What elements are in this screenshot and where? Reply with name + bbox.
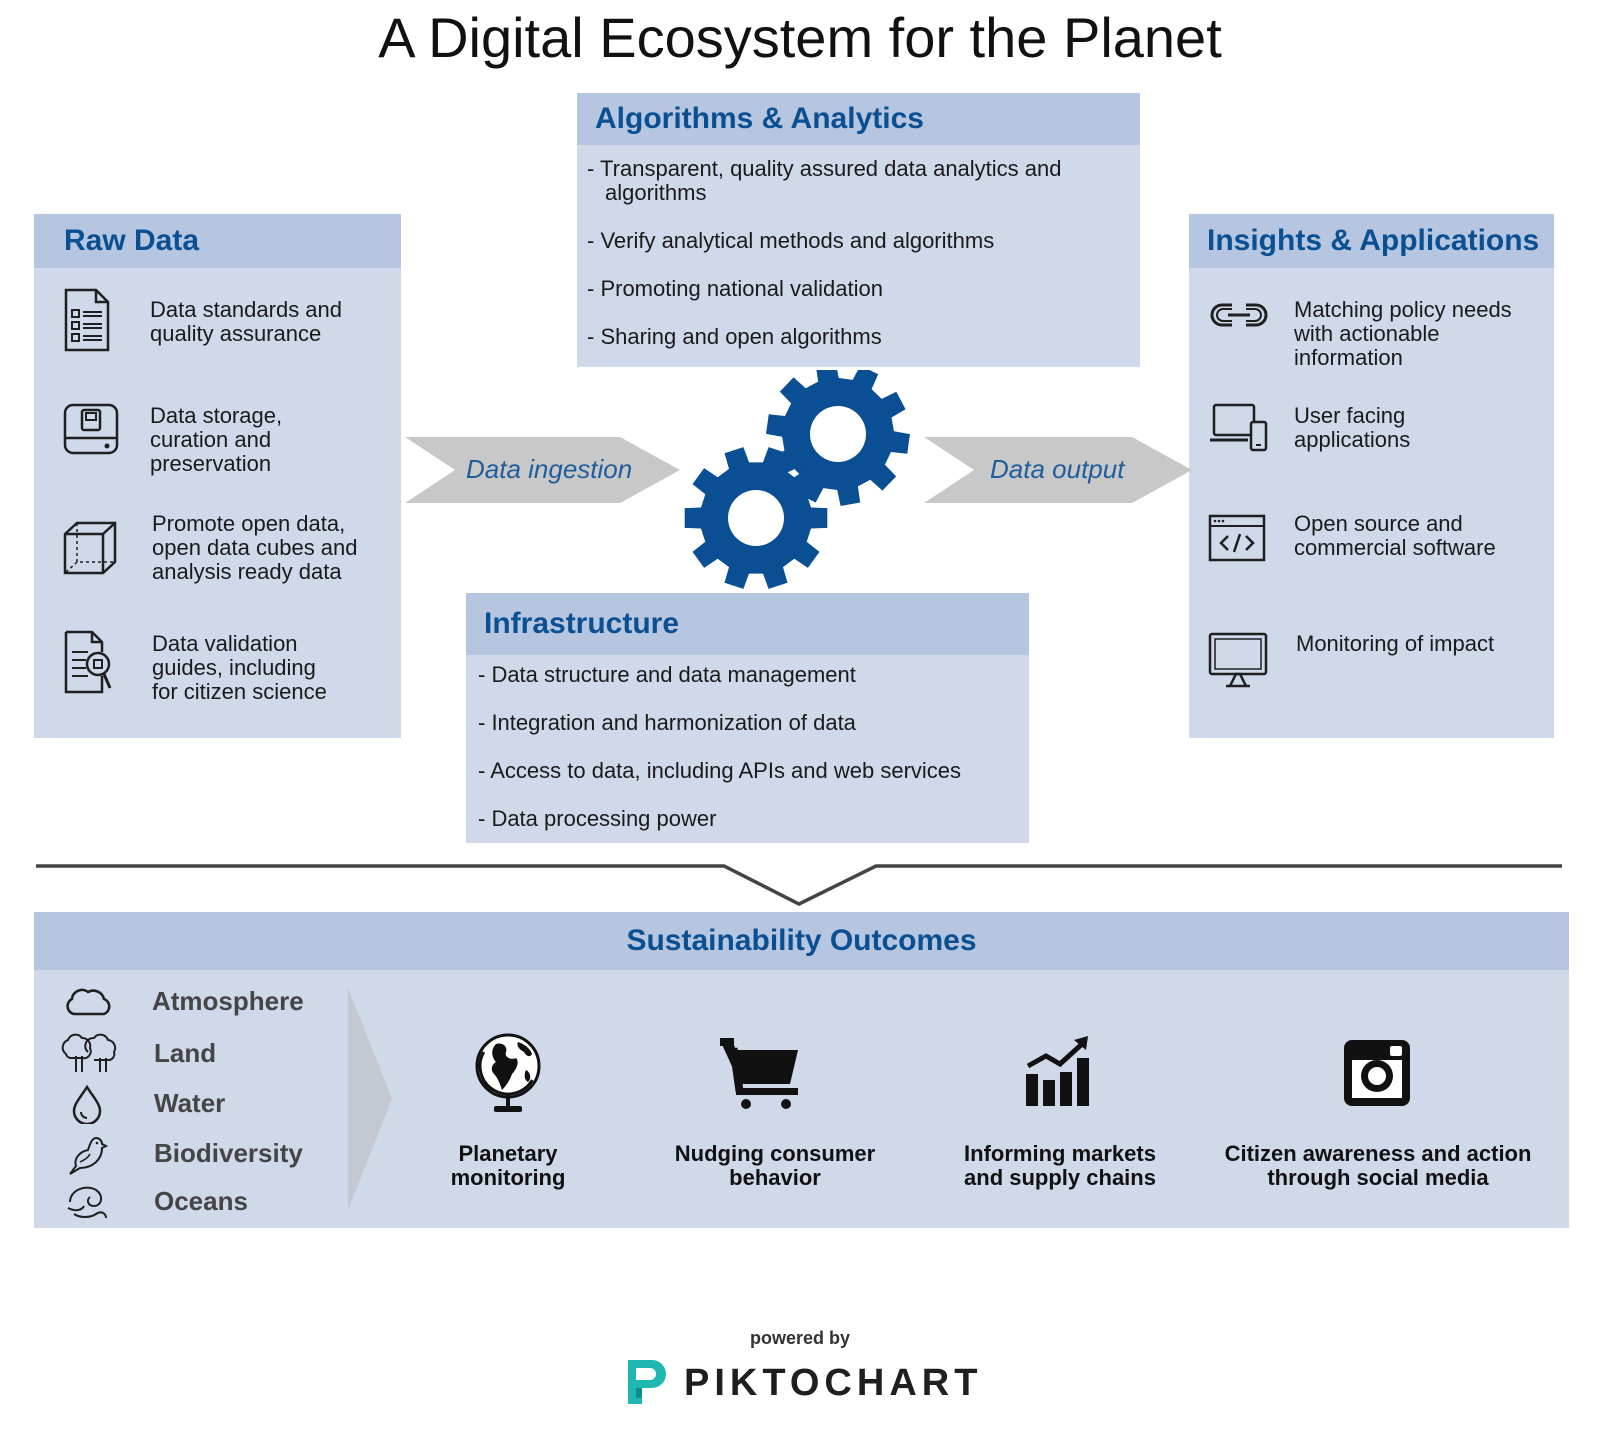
trees-icon [61, 1033, 117, 1072]
infrastructure-bullet: - Access to data, including APIs and web… [478, 758, 962, 783]
insights-item-policy: Matching policy needs with actionable in… [1294, 298, 1512, 370]
outcome-line: Informing markets [964, 1141, 1156, 1166]
gears-icon [684, 370, 910, 589]
rising-chart-icon [1026, 1036, 1089, 1106]
piktochart-logo-icon [628, 1360, 666, 1404]
raw-data-item-line: Data standards and [150, 297, 343, 322]
algorithms-bullet-line: algorithms [605, 180, 707, 205]
outcome-line: Nudging consumer [674, 1141, 876, 1166]
raw-data-heading: Raw Data [34, 214, 401, 268]
insights-item-line: with actionable [1294, 321, 1440, 346]
infrastructure-bullet: - Data structure and data management [478, 662, 856, 687]
hard-drive-icon [63, 403, 119, 455]
water-drop-icon [72, 1084, 102, 1124]
outcome-line: Planetary [458, 1141, 558, 1166]
insights-item-line: information [1294, 345, 1403, 370]
bird-icon [69, 1136, 108, 1175]
powered-by-text: powered by [749, 1328, 851, 1348]
insights-item-monitoring: Monitoring of impact [1296, 632, 1494, 656]
insights-item-software: Open source and commercial software [1294, 512, 1496, 560]
raw-data-item-line: quality assurance [150, 321, 322, 346]
laptop-phone-icon [1210, 403, 1268, 452]
algorithms-bullet: - Sharing and open algorithms [587, 324, 882, 349]
raw-data-item-line: open data cubes and [152, 535, 358, 560]
raw-data-item-line: Data validation [152, 631, 298, 656]
sustainability-panel: Sustainability Outcomes [34, 912, 1569, 1228]
infrastructure-panel: Infrastructure [466, 593, 1029, 843]
outcome-line: through social media [1267, 1165, 1489, 1190]
data-cube-icon [63, 521, 117, 575]
theme-label-atmosphere: Atmosphere [152, 986, 304, 1016]
shopping-cart-icon [720, 1038, 798, 1109]
gear-small [684, 447, 828, 589]
data-ingestion-label: Data ingestion [466, 454, 633, 484]
raw-data-item-storage: Data storage, curation and preservation [150, 404, 282, 476]
algorithms-panel: Algorithms & Analytics [577, 93, 1140, 367]
algorithms-bullet: - Transparent, quality assured data anal… [587, 157, 1062, 205]
globe-icon [475, 1033, 541, 1112]
infrastructure-heading: Infrastructure [466, 593, 1029, 655]
raw-data-item-line: preservation [150, 451, 272, 476]
document-magnifier-icon [64, 630, 112, 694]
raw-data-item-line: Data storage, [150, 403, 283, 428]
raw-data-item-open-data: Promote open data, open data cubes and a… [152, 512, 358, 584]
insights-item-line: Open source and [1294, 511, 1463, 536]
outcome-planetary-monitoring: Planetary monitoring [408, 1142, 608, 1190]
algorithms-bullet: - Verify analytical methods and algorith… [587, 228, 995, 253]
themes-chevron [348, 988, 392, 1210]
piktochart-brand: PIKTOCHART [684, 1362, 983, 1404]
infrastructure-bullet: - Integration and harmonization of data [478, 710, 856, 735]
infrastructure-bullet: - Data processing power [478, 806, 717, 831]
algorithms-bullet-line: - Transparent, quality assured data anal… [587, 156, 1062, 181]
data-output-label: Data output [990, 454, 1125, 484]
theme-label-water: Water [154, 1088, 226, 1118]
raw-data-item-standards: Data standards and quality assurance [150, 298, 342, 346]
raw-data-item-line: guides, including [152, 655, 316, 680]
gear-hole [728, 490, 784, 546]
checklist-document-icon [64, 288, 110, 352]
sustainability-heading: Sustainability Outcomes [34, 912, 1569, 970]
theme-label-oceans: Oceans [154, 1186, 248, 1216]
waves-icon [67, 1186, 107, 1219]
insights-item-line: User facing [1294, 403, 1406, 428]
algorithms-heading: Algorithms & Analytics [577, 93, 1140, 145]
theme-label-land: Land [154, 1038, 217, 1068]
insights-item-apps: User facing applications [1294, 404, 1410, 452]
instagram-icon [1344, 1040, 1410, 1106]
raw-data-item-line: for citizen science [152, 679, 327, 704]
outcome-line: and supply chains [964, 1165, 1156, 1190]
chain-link-icon [1210, 303, 1268, 327]
insights-item-line: commercial software [1294, 535, 1496, 560]
cloud-icon [66, 988, 111, 1016]
algorithms-bullet: - Promoting national validation [587, 276, 883, 301]
outcome-nudging-consumer: Nudging consumer behavior [640, 1142, 910, 1190]
outcome-line: Citizen awareness and action [1224, 1141, 1532, 1166]
outcome-informing-markets: Informing markets and supply chains [920, 1142, 1200, 1190]
data-output-arrow [924, 437, 1192, 503]
gear-big [766, 370, 910, 506]
raw-data-item-line: Promote open data, [152, 511, 346, 536]
monitor-icon [1208, 632, 1268, 688]
raw-data-item-line: analysis ready data [152, 559, 342, 584]
insights-panel: Insights & Applications [1189, 214, 1554, 738]
gear-hole [810, 406, 866, 462]
insights-heading: Insights & Applications [1189, 214, 1554, 268]
insights-item-line: applications [1294, 427, 1411, 452]
section-divider [36, 864, 1562, 906]
raw-data-item-validation: Data validation guides, including for ci… [152, 632, 327, 704]
outcome-line: monitoring [450, 1165, 566, 1190]
raw-data-item-line: curation and [150, 427, 272, 452]
insights-item-line: Monitoring of impact [1296, 631, 1495, 656]
outcome-line: behavior [729, 1165, 821, 1190]
outcome-citizen-awareness: Citizen awareness and action through soc… [1200, 1142, 1556, 1190]
code-window-icon [1208, 514, 1266, 562]
insights-item-line: Matching policy needs [1294, 297, 1512, 322]
data-ingestion-arrow [405, 437, 680, 503]
theme-label-biodiversity: Biodiversity [154, 1138, 303, 1168]
page-title: A Digital Ecosystem for the Planet [378, 6, 1222, 69]
